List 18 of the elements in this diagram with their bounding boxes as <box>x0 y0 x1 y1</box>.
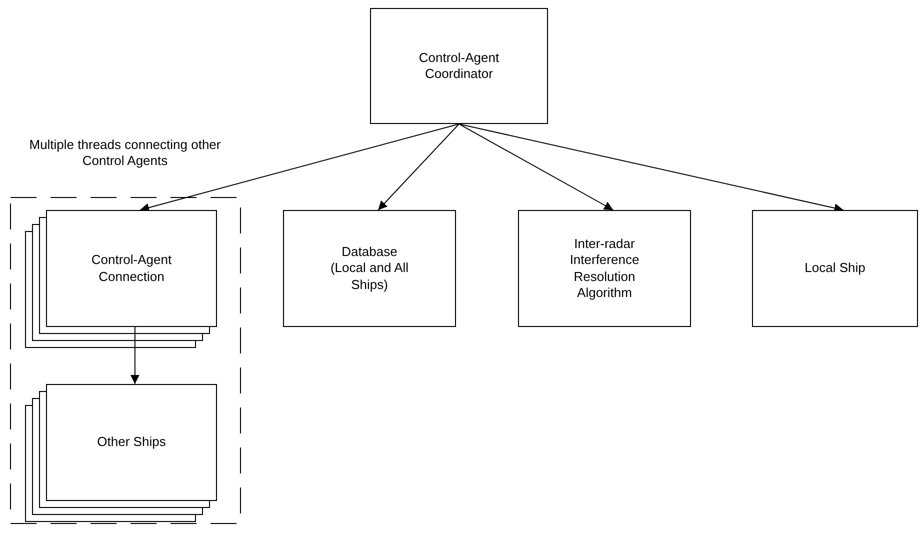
box-label: Other Ships <box>96 434 167 451</box>
group-heading: Multiple threads connecting other Control Agents <box>28 137 222 170</box>
process-box <box>370 8 548 124</box>
box-label: Control-Agent Coordinator <box>418 50 500 82</box>
process-box <box>46 210 217 327</box>
process-box <box>518 210 691 327</box>
box-label: Control-Agent Connection <box>90 252 173 285</box>
box-label: Local Ship <box>804 260 866 277</box>
arrow <box>458 124 844 212</box>
process-box <box>283 210 456 327</box>
arrow <box>378 124 460 210</box>
arrow <box>140 124 460 212</box>
process-box <box>46 384 217 501</box>
arrow <box>458 124 614 210</box>
box-label: Database (Local and All Ships) <box>330 244 410 293</box>
process-box <box>752 210 918 327</box>
box-label: Inter-radar Interference Resolution Algorithm <box>568 236 640 301</box>
arrow <box>130 326 140 384</box>
